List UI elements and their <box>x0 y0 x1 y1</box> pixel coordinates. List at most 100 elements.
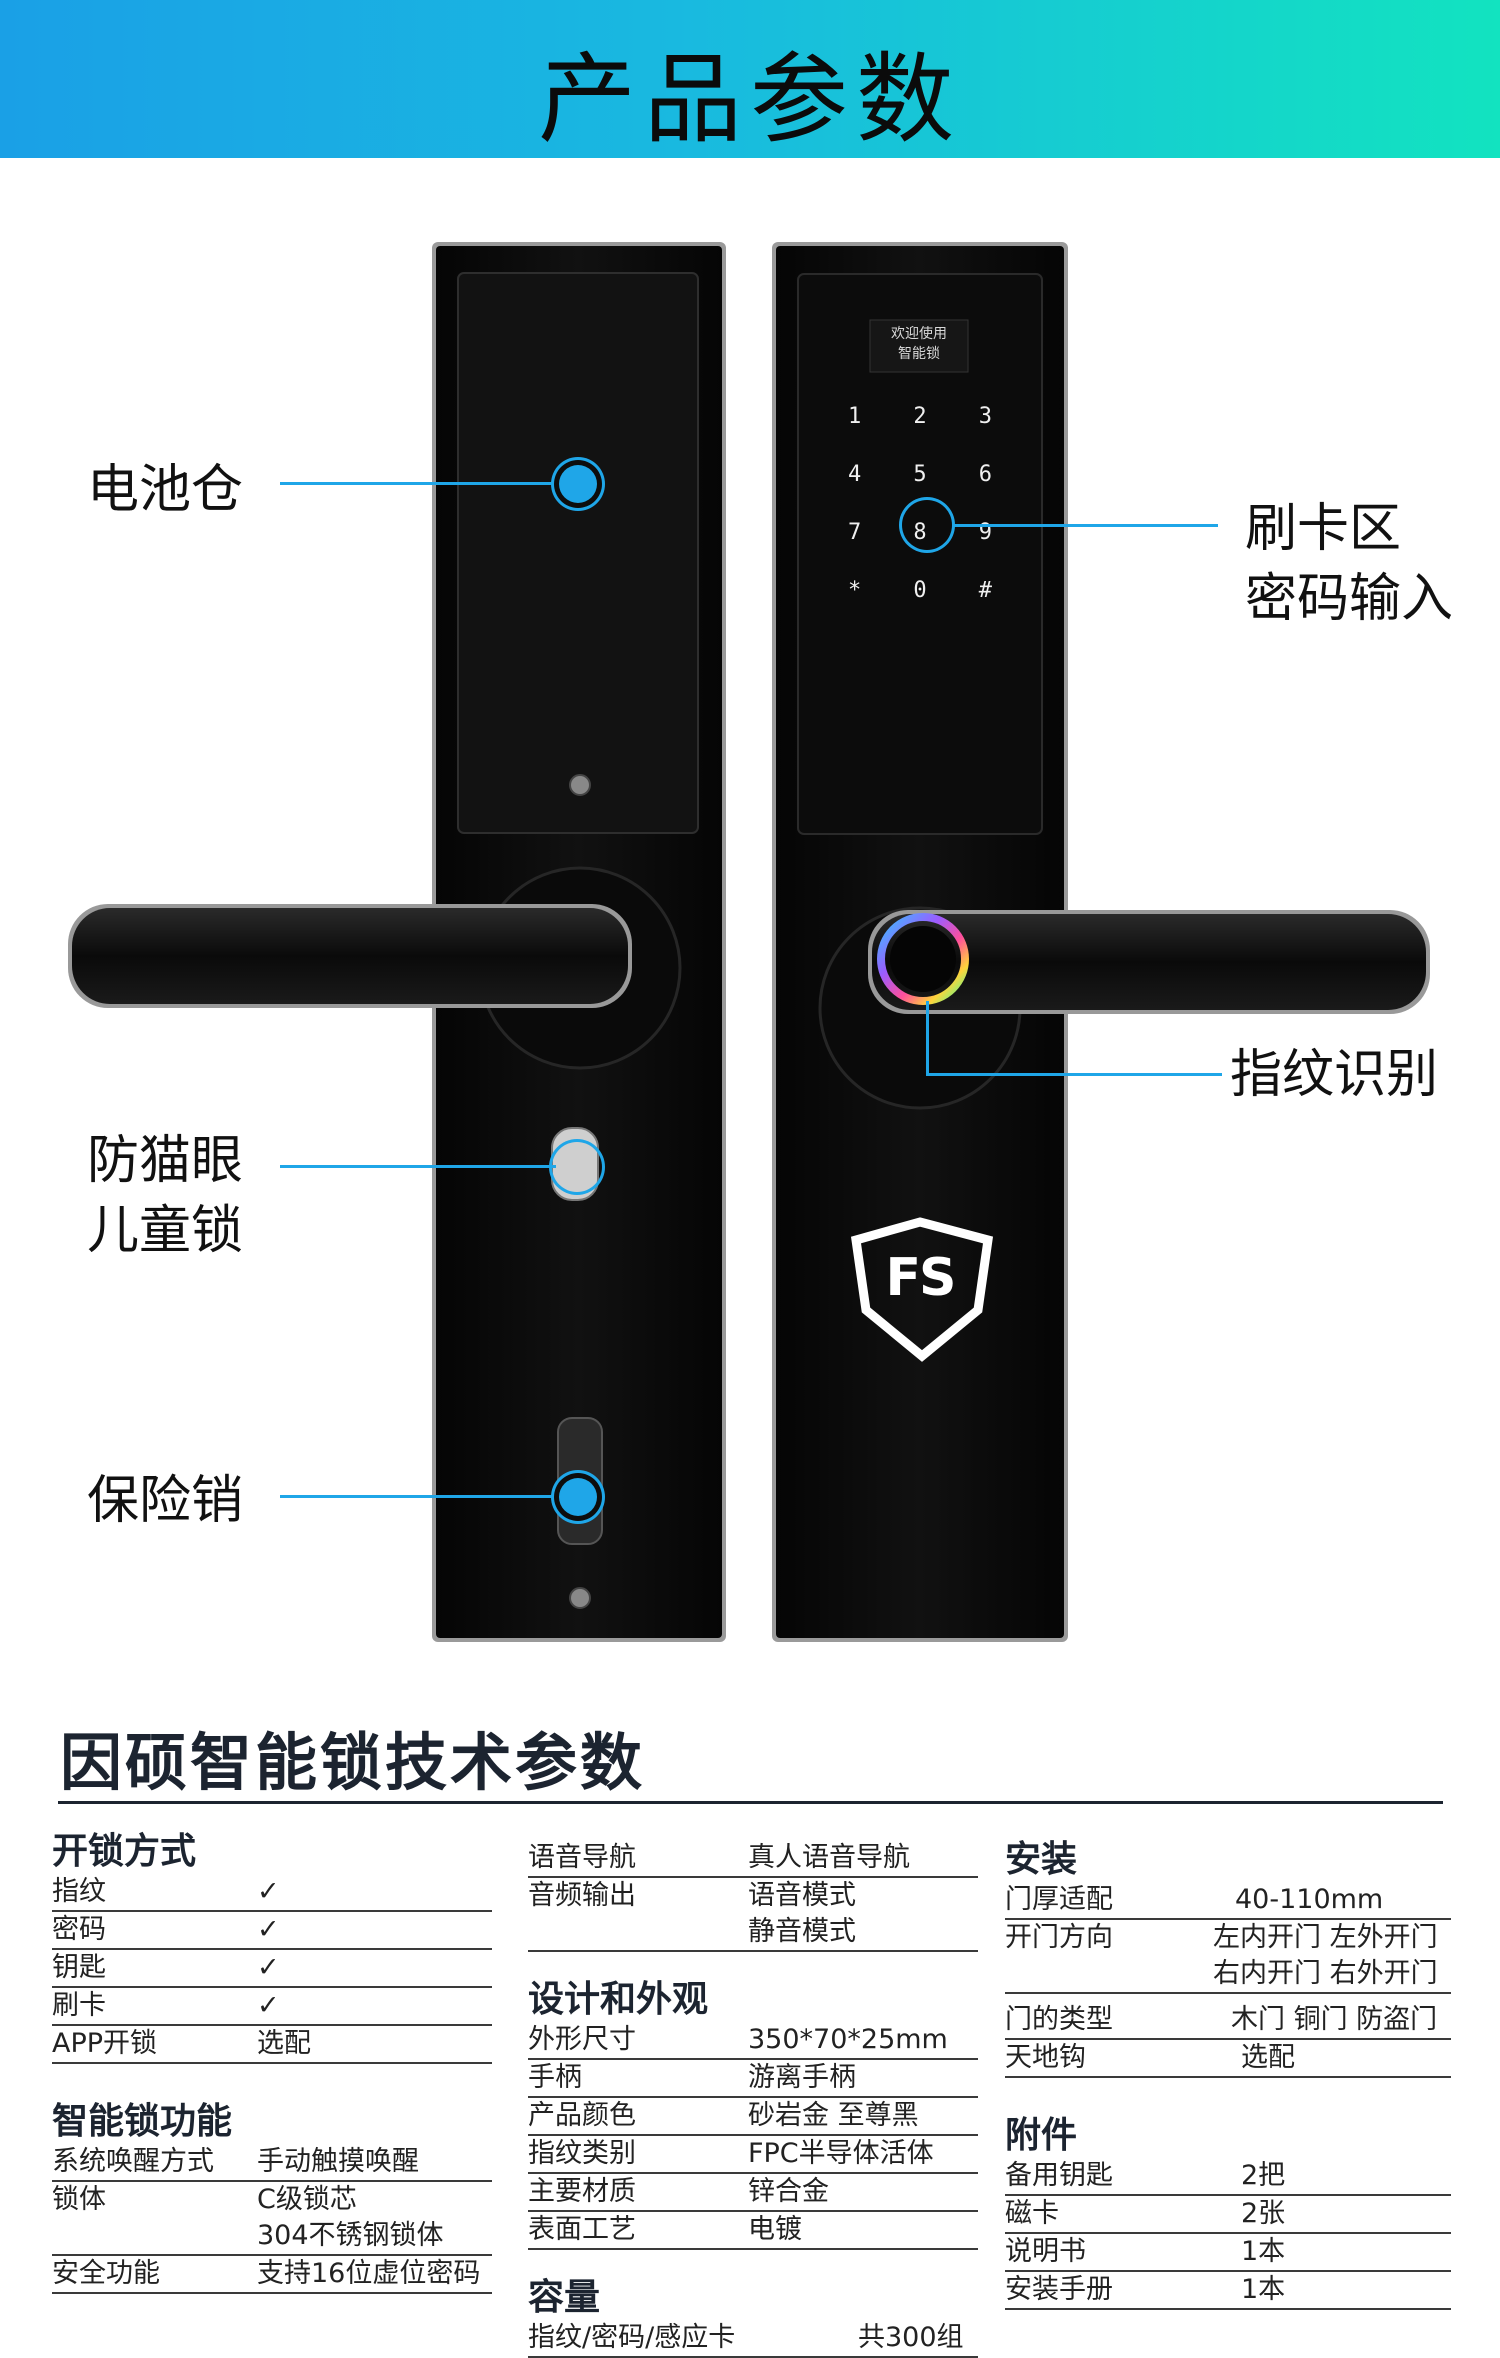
spec-key: 语音导航 <box>528 1842 636 1873</box>
callout-safety-latch-dot <box>559 1478 597 1516</box>
inner-lock-panel <box>68 242 726 1642</box>
spec-row: 刷卡✓ <box>52 1988 492 2026</box>
spec-row: 安装手册 1本 <box>1005 2272 1451 2310</box>
spec-row: 密码 ✓ <box>52 1912 492 1950</box>
spec-value: 手动触摸唤醒 <box>257 2146 419 2177</box>
spec-key: 指纹 <box>52 1876 106 1907</box>
spec-check-icon: ✓ <box>257 1876 280 1907</box>
spec-key: 锁体 <box>52 2184 106 2215</box>
battery-cover <box>457 272 699 834</box>
spec-value: 支持16位虚位密码 <box>257 2258 481 2289</box>
callout-fingerprint: 指纹识别 <box>1230 1045 1439 1105</box>
callout-anti-peephole-line <box>280 1165 556 1168</box>
section-accessories-heading: 附件 <box>1005 2115 1078 2156</box>
callout-fingerprint-vline <box>926 1001 929 1076</box>
anti-peephole-knob <box>551 1127 599 1201</box>
spec-value: 2把 <box>1241 2160 1286 2191</box>
spec-row: 主要材质锌合金 <box>528 2174 978 2212</box>
callout-fingerprint-hline <box>926 1073 1222 1076</box>
spec-value: 砂岩金 至尊黑 <box>748 2100 919 2131</box>
callout-battery-dot <box>559 465 597 503</box>
callout-safety-latch: 保险销 <box>87 1471 244 1531</box>
spec-row: 手柄游离手柄 <box>528 2060 978 2098</box>
spec-key: 开门方向 <box>1005 1922 1113 1953</box>
spec-value: 2张 <box>1241 2198 1286 2229</box>
key-5[interactable]: 5 <box>913 462 927 487</box>
spec-key: 安全功能 <box>52 2258 160 2289</box>
page-title: 产品参数 <box>537 43 962 157</box>
spec-row: 产品颜色 砂岩金 至尊黑 <box>528 2098 978 2136</box>
spec-value: 304不锈钢锁体 <box>257 2220 444 2251</box>
spec-row: 系统唤醒方式 手动触摸唤醒 <box>52 2144 492 2182</box>
callout-battery-line <box>280 482 560 485</box>
spec-row: 锁体 C级锁芯 304不锈钢锁体 <box>52 2182 492 2256</box>
spec-value: 350*70*25mm <box>748 2024 948 2055</box>
spec-value: 1本 <box>1241 2274 1286 2305</box>
spec-key: 系统唤醒方式 <box>52 2146 214 2177</box>
callout-card-dot <box>902 500 952 550</box>
spec-value: FPC半导体活体 <box>748 2138 934 2169</box>
lock-screen <box>869 319 969 373</box>
spec-row: 钥匙✓ <box>52 1950 492 1988</box>
spec-value: 共300组 <box>858 2322 964 2353</box>
key-2[interactable]: 2 <box>913 404 927 429</box>
callout-anti-peephole: 防猫眼 儿童锁 <box>87 1126 243 1266</box>
spec-check-icon: ✓ <box>257 1914 280 1945</box>
callout-card-line1: 刷卡区 <box>1245 499 1402 559</box>
key-7[interactable]: 7 <box>848 520 862 545</box>
spec-value: 语音模式 <box>748 1880 856 1911</box>
spec-key: 产品颜色 <box>528 2100 636 2131</box>
spec-key: 音频输出 <box>528 1880 636 1911</box>
section-functions-heading: 智能锁功能 <box>52 2101 233 2142</box>
callout-safety-latch-line <box>280 1495 560 1498</box>
brand-logo-text: FS <box>885 1248 957 1308</box>
spec-key: 安装手册 <box>1005 2274 1113 2305</box>
spec-key: 指纹/密码/感应卡 <box>528 2322 736 2353</box>
section-install-heading: 安装 <box>1005 1839 1078 1880</box>
spec-key: 主要材质 <box>528 2176 636 2207</box>
spec-row: 指纹类别 FPC半导体活体 <box>528 2136 978 2174</box>
callout-anti-peephole-ring <box>552 1142 602 1192</box>
lock-screen-text: 欢迎使用 智能锁 <box>870 324 968 364</box>
spec-value: C级锁芯 <box>257 2184 357 2215</box>
spec-row: APP开锁选配 <box>52 2026 492 2064</box>
callout-anti-peephole-line1: 防猫眼 <box>87 1131 244 1191</box>
key-star[interactable]: * <box>848 578 862 603</box>
key-8[interactable]: 8 <box>913 520 927 545</box>
spec-row: 语音导航 真人语音导航 <box>528 1840 978 1878</box>
key-hash[interactable]: # <box>978 578 992 603</box>
lock-drawing <box>68 242 1430 1642</box>
spec-check-icon: ✓ <box>257 1952 280 1983</box>
screen-line-1: 欢迎使用 <box>891 326 947 342</box>
spec-row: 音频输出语音模式静音模式 <box>528 1878 978 1952</box>
screw-icon <box>569 774 591 796</box>
spec-row: 安全功能 支持16位虚位密码 <box>52 2256 492 2294</box>
callout-card-line2: 密码输入 <box>1245 569 1454 629</box>
screen-line-2: 智能锁 <box>898 346 940 362</box>
spec-value: 真人语音导航 <box>748 1842 910 1873</box>
key-1[interactable]: 1 <box>848 404 862 429</box>
spec-key: 磁卡 <box>1005 2198 1059 2229</box>
spec-value: 左内开门 左外开门 <box>1213 1922 1438 1953</box>
key-4[interactable]: 4 <box>848 462 862 487</box>
spec-key: 指纹类别 <box>528 2138 636 2169</box>
spec-row: 表面工艺电镀 <box>528 2212 978 2250</box>
tech-spec-divider <box>58 1801 1443 1804</box>
key-3[interactable]: 3 <box>978 404 992 429</box>
section-unlock-heading: 开锁方式 <box>52 1831 197 1872</box>
spec-value: 40-110mm <box>1235 1884 1384 1915</box>
spec-value: 木门 铜门 防盗门 <box>1231 2004 1438 2035</box>
key-0[interactable]: 0 <box>913 578 927 603</box>
key-6[interactable]: 6 <box>978 462 992 487</box>
spec-value: 1本 <box>1241 2236 1286 2267</box>
spec-column-1: 开锁方式 指纹 ✓ 密码 ✓ 钥匙✓ 刷卡✓ APP开锁选配 智能锁功能 系统唤醒方… <box>52 1822 492 2294</box>
tech-spec-title: 因硕智能锁技术参数 <box>60 1726 646 1799</box>
spec-key: 手柄 <box>528 2062 582 2093</box>
spec-key: 密码 <box>52 1914 106 1945</box>
spec-row: 天地钩选配 <box>1005 2040 1451 2078</box>
spec-row: 开门方向左内开门 左外开门右内开门 右外开门 <box>1005 1920 1451 1994</box>
brand-logo-shield <box>850 1217 994 1362</box>
